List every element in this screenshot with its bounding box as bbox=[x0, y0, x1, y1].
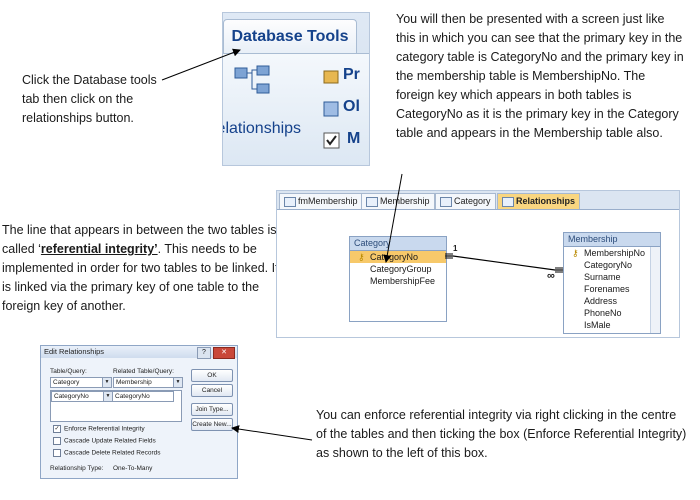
checkbox-checked-icon: ✓ bbox=[53, 425, 61, 433]
ribbon-item-1[interactable]: Pr bbox=[343, 66, 360, 83]
property-sheet-icon bbox=[323, 70, 339, 84]
tab-label: Membership bbox=[380, 196, 430, 206]
tab-label: Relationships bbox=[516, 196, 576, 206]
checkbox-icon bbox=[53, 449, 61, 457]
ok-button[interactable]: OK bbox=[191, 369, 233, 382]
chevron-down-icon: ▼ bbox=[102, 378, 111, 387]
cascade-delete-label: Cascade Delete Related Records bbox=[64, 449, 161, 457]
tab-relationships[interactable]: Relationships bbox=[497, 193, 581, 209]
primary-key-icon: ⚷ bbox=[572, 248, 579, 258]
help-icon[interactable]: ? bbox=[197, 347, 211, 359]
field-membershipno[interactable]: ⚷ MembershipNo bbox=[564, 247, 660, 259]
note-click-tools: Click the Database tools tab then click … bbox=[22, 73, 157, 125]
cascade-update-label: Cascade Update Related Fields bbox=[64, 437, 156, 445]
relationships-window: fmMembership Membership Category Relatio… bbox=[276, 190, 680, 338]
chevron-down-icon: ▼ bbox=[103, 392, 112, 401]
edit-relationships-dialog: Edit Relationships ? ✕ Table/Query: Rela… bbox=[40, 345, 238, 479]
table-icon bbox=[440, 197, 452, 207]
relationships-icon[interactable] bbox=[233, 64, 273, 100]
field-categoryno[interactable]: ⚷ CategoryNo bbox=[350, 251, 446, 263]
tab-fmmembership[interactable]: fmMembership bbox=[279, 193, 363, 209]
note-line-suffix: . This needs to be implemented in order … bbox=[2, 242, 279, 313]
many-side-label: ∞ bbox=[547, 270, 555, 282]
database-tools-tab[interactable]: Database Tools bbox=[223, 19, 357, 54]
chevron-down-icon: ▼ bbox=[173, 378, 182, 387]
join-type-button[interactable]: Join Type... bbox=[191, 403, 233, 416]
field-ismale[interactable]: IsMale bbox=[584, 320, 611, 330]
related-table-label: Related Table/Query: bbox=[113, 368, 174, 375]
create-new-button[interactable]: Create New... bbox=[191, 418, 233, 431]
left-field-value: CategoryNo bbox=[54, 393, 89, 400]
field-label: CategoryNo bbox=[370, 252, 419, 262]
note-line-prefix: The line that appears in between the two… bbox=[2, 223, 277, 256]
relationship-line[interactable] bbox=[277, 210, 679, 337]
relationships-canvas: Category ⚷ CategoryNo CategoryGroup Membe… bbox=[277, 210, 679, 337]
table-select-value: Category bbox=[53, 379, 80, 386]
form-icon bbox=[284, 197, 296, 207]
note-presented: You will then be presented with a screen… bbox=[396, 12, 684, 140]
field-membershipfee[interactable]: MembershipFee bbox=[370, 276, 436, 286]
note-enforce: You can enforce referential integrity vi… bbox=[316, 408, 687, 460]
field-categorygroup[interactable]: CategoryGroup bbox=[370, 264, 432, 274]
right-field-select[interactable]: CategoryNo bbox=[112, 391, 174, 402]
table-query-label: Table/Query: bbox=[50, 368, 87, 375]
relationship-type-label: Relationship Type: bbox=[50, 465, 104, 472]
enforce-ri-label: Enforce Referential Integrity bbox=[64, 425, 145, 433]
tab-label: Category bbox=[454, 196, 491, 206]
tab-category[interactable]: Category bbox=[435, 193, 496, 209]
ribbon-body: Relationships Pr Ol M bbox=[223, 53, 369, 165]
relationships-icon bbox=[502, 197, 514, 207]
membership-table-title: Membership bbox=[564, 233, 660, 247]
field-surname[interactable]: Surname bbox=[584, 272, 621, 282]
cascade-delete-checkbox[interactable]: Cascade Delete Related Records bbox=[53, 449, 160, 457]
membership-scrollbar[interactable] bbox=[650, 247, 660, 333]
field-categoryno[interactable]: CategoryNo bbox=[584, 260, 633, 270]
checkbox-icon bbox=[53, 437, 61, 445]
ribbon-item-2[interactable]: Ol bbox=[343, 98, 360, 115]
cascade-update-checkbox[interactable]: Cascade Update Related Fields bbox=[53, 437, 156, 445]
relationships-button-label[interactable]: Relationships bbox=[223, 120, 302, 137]
category-table-title: Category bbox=[350, 237, 446, 251]
related-select-value: Membership bbox=[116, 379, 152, 386]
dialog-title-bar: Edit Relationships ? ✕ bbox=[41, 346, 237, 359]
tab-membership[interactable]: Membership bbox=[361, 193, 435, 209]
field-label: MembershipNo bbox=[584, 248, 646, 258]
relationship-type-value: One-To-Many bbox=[113, 465, 153, 472]
field-phoneno[interactable]: PhoneNo bbox=[584, 308, 622, 318]
object-dependencies-icon bbox=[323, 101, 339, 117]
note-referential-integrity: The line that appears in between the two… bbox=[2, 221, 280, 316]
checkbox-icon bbox=[323, 132, 340, 149]
note-line-term: referential integrity’ bbox=[40, 242, 158, 256]
table-icon bbox=[366, 197, 378, 207]
one-side-label: 1 bbox=[453, 244, 458, 253]
related-table-select[interactable]: Membership ▼ bbox=[113, 377, 183, 388]
dialog-title: Edit Relationships bbox=[44, 347, 105, 356]
ribbon-screenshot: Database Tools Relationships Pr Ol M bbox=[222, 12, 370, 166]
category-table[interactable]: Category ⚷ CategoryNo CategoryGroup Membe… bbox=[349, 236, 447, 322]
table-select[interactable]: Category ▼ bbox=[50, 377, 112, 388]
membership-table[interactable]: Membership ⚷ MembershipNo CategoryNo Surn… bbox=[563, 232, 661, 334]
tab-label: fmMembership bbox=[298, 196, 358, 206]
field-forenames[interactable]: Forenames bbox=[584, 284, 630, 294]
cancel-button[interactable]: Cancel bbox=[191, 384, 233, 397]
object-tabs: fmMembership Membership Category Relatio… bbox=[277, 191, 679, 210]
right-field-value: CategoryNo bbox=[115, 393, 150, 400]
primary-key-icon: ⚷ bbox=[358, 252, 365, 262]
ribbon-item-3[interactable]: M bbox=[347, 130, 361, 147]
close-icon[interactable]: ✕ bbox=[213, 347, 235, 359]
enforce-ri-checkbox[interactable]: ✓Enforce Referential Integrity bbox=[53, 425, 145, 433]
field-address[interactable]: Address bbox=[584, 296, 618, 306]
